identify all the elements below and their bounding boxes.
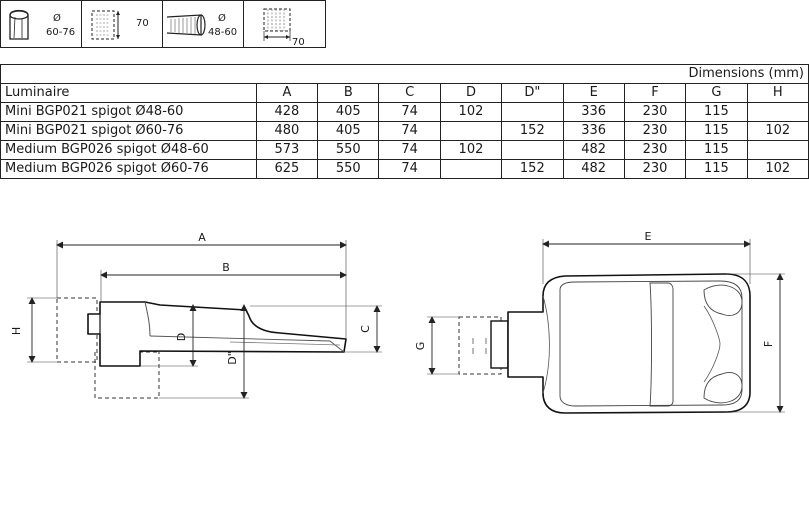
label-dim-h: H <box>10 327 23 335</box>
mount-label-3-line1: Ø <box>218 13 226 24</box>
table-cell: Medium BGP026 spigot Ø60-76 <box>0 159 257 179</box>
label-dim-c: C <box>359 325 372 333</box>
table-cell: 482 <box>562 140 625 160</box>
table-row: Mini BGP021 spigot Ø48-60 428 405 74 102… <box>0 102 809 122</box>
col-header-d2: D" <box>501 83 564 103</box>
table-cell: 336 <box>562 102 625 122</box>
mount-cell-3: Ø 48-60 <box>162 0 244 48</box>
table-cell: 230 <box>623 159 687 179</box>
label-dim-e: E <box>645 230 652 243</box>
col-header-luminaire: Luminaire <box>0 83 257 103</box>
mount-label-4: 70 <box>292 37 305 48</box>
table-cell: 74 <box>378 102 441 122</box>
mount-cell-1: Ø 60-76 <box>0 0 82 48</box>
table-cell: 115 <box>685 121 748 141</box>
table-row: Medium BGP026 spigot Ø48-60 573 550 74 1… <box>0 140 809 160</box>
horizontal-spigot-icon <box>166 14 206 36</box>
table-cell: 336 <box>562 121 625 141</box>
mount-label-3-line2: 48-60 <box>208 27 238 38</box>
table-header-row: Luminaire A B C D D" E F G H <box>0 83 809 103</box>
table-cell: Mini BGP021 spigot Ø60-76 <box>0 121 257 141</box>
table-cell: 230 <box>623 140 687 160</box>
table-cell: 102 <box>746 159 809 179</box>
label-dim-d: D <box>175 333 188 341</box>
table-cell: Mini BGP021 spigot Ø48-60 <box>0 102 257 122</box>
table-cell: 482 <box>562 159 625 179</box>
table-cell <box>439 159 503 179</box>
table-cell <box>501 102 564 122</box>
table-cell: 74 <box>378 140 441 160</box>
table-cell: 550 <box>317 140 380 160</box>
mount-label-1-line1: Ø <box>53 13 61 24</box>
table-cell: 480 <box>255 121 319 141</box>
col-header-g: G <box>685 83 748 103</box>
vertical-spigot-dashed-icon <box>91 10 120 40</box>
table-title-row: Dimensions (mm) <box>0 64 809 84</box>
table-cell: 428 <box>255 102 319 122</box>
col-header-c: C <box>378 83 441 103</box>
col-header-h: H <box>746 83 809 103</box>
mount-label-2: 70 <box>136 18 149 29</box>
table-cell: 405 <box>317 102 380 122</box>
label-dim-b: B <box>222 261 230 274</box>
table-cell: 230 <box>623 102 687 122</box>
horizontal-spigot-dashed-icon <box>263 8 291 41</box>
col-header-d: D <box>439 83 503 103</box>
label-dim-d2: D" <box>226 351 239 365</box>
table-cell: 625 <box>255 159 319 179</box>
table-cell: 115 <box>685 140 748 160</box>
mount-cell-4: 70 <box>243 0 326 48</box>
table-cell <box>439 121 503 141</box>
table-cell: 102 <box>439 102 503 122</box>
table-cell: 74 <box>378 121 441 141</box>
table-cell: 115 <box>685 102 748 122</box>
table-cell: 152 <box>501 159 564 179</box>
table-cell: 573 <box>255 140 319 160</box>
mount-cell-2: 70 <box>81 0 163 48</box>
table-cell: Medium BGP026 spigot Ø48-60 <box>0 140 257 160</box>
vertical-spigot-icon <box>9 9 29 40</box>
mount-label-1-line2: 60-76 <box>46 27 76 38</box>
label-dim-a: A <box>198 231 206 244</box>
table-cell: 152 <box>501 121 564 141</box>
dimensions-header: Dimensions (mm) <box>0 64 809 84</box>
side-housing <box>87 301 347 367</box>
table-cell <box>746 102 809 122</box>
table-cell: 115 <box>685 159 748 179</box>
col-header-a: A <box>255 83 319 103</box>
label-dim-g: G <box>414 342 427 351</box>
table-cell <box>746 140 809 160</box>
table-row: Mini BGP021 spigot Ø60-76 480 405 74 152… <box>0 121 809 141</box>
col-header-b: B <box>317 83 380 103</box>
dimensions-table: Dimensions (mm) Luminaire A B C D D" E F… <box>0 64 809 179</box>
top-view: E F G <box>414 230 785 414</box>
table-cell: 550 <box>317 159 380 179</box>
table-cell: 102 <box>439 140 503 160</box>
dimension-drawing: A B H C D D" <box>10 230 785 414</box>
table-row: Medium BGP026 spigot Ø60-76 625 550 74 1… <box>0 159 809 179</box>
label-dim-f: F <box>762 341 775 347</box>
table-cell <box>501 140 564 160</box>
table-cell: 405 <box>317 121 380 141</box>
side-bracket-outline <box>94 352 160 399</box>
mounting-icons-strip: Ø 60-76 70 Ø 48-60 70 <box>0 0 326 48</box>
col-header-f: F <box>623 83 687 103</box>
table-cell: 102 <box>746 121 809 141</box>
table-cell: 230 <box>623 121 687 141</box>
side-view: A B H C D D" <box>10 231 382 399</box>
table-cell: 74 <box>378 159 441 179</box>
col-header-e: E <box>562 83 625 103</box>
top-housing <box>507 273 751 414</box>
